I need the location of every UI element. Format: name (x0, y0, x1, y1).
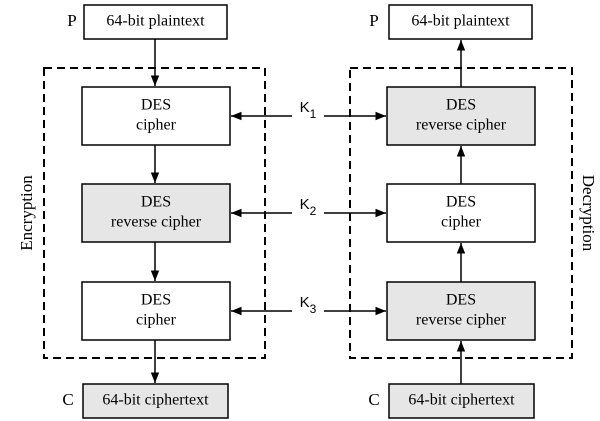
dec-des-cipher-box (386, 183, 536, 243)
enc-stage3-line2: cipher (136, 312, 177, 329)
dec-ciphertext-symbol-c: C (368, 390, 379, 409)
enc-stage2-line1: DES (141, 194, 171, 211)
dec-plaintext-output-label: 64-bit plaintext (411, 13, 510, 30)
dec-ciphertext-input-box (388, 383, 535, 419)
plaintext-input-label: 64-bit plaintext (106, 13, 205, 30)
ciphertext-output-label: 64-bit ciphertext (102, 392, 209, 409)
key1-label: K1 (300, 99, 317, 121)
encryption-label: Encryption (17, 175, 36, 251)
dec-des-reverse-cipher-1-box (386, 86, 536, 146)
key2-label: K2 (300, 196, 317, 218)
enc-stage1-line2: cipher (136, 117, 177, 134)
decryption-label: Decryption (579, 175, 598, 252)
ciphertext-symbol-c: C (62, 390, 73, 409)
enc-stage3-line1: DES (141, 292, 171, 309)
enc-des-cipher-1-box (81, 86, 231, 146)
dec-ciphertext-input-label: 64-bit ciphertext (408, 392, 515, 409)
enc-des-reverse-cipher-box (81, 183, 231, 243)
dec-stage2-line1: DES (446, 194, 476, 211)
dec-des-reverse-cipher-3-box (386, 281, 536, 341)
dec-stage1-line1: DES (446, 97, 476, 114)
dec-stage1-line2: reverse cipher (416, 117, 507, 134)
dec-stage2-line2: cipher (441, 214, 482, 231)
plaintext-symbol-p: P (67, 11, 76, 30)
enc-stage1-line1: DES (141, 97, 171, 114)
dec-plaintext-symbol-p: P (369, 11, 378, 30)
dec-plaintext-output-box (388, 4, 533, 40)
dec-stage3-line2: reverse cipher (416, 312, 507, 329)
enc-des-cipher-3-box (81, 281, 231, 341)
enc-stage2-line2: reverse cipher (111, 214, 202, 231)
ciphertext-output-box (82, 383, 229, 419)
dec-stage3-line1: DES (446, 292, 476, 309)
key3-label: K3 (300, 294, 317, 316)
